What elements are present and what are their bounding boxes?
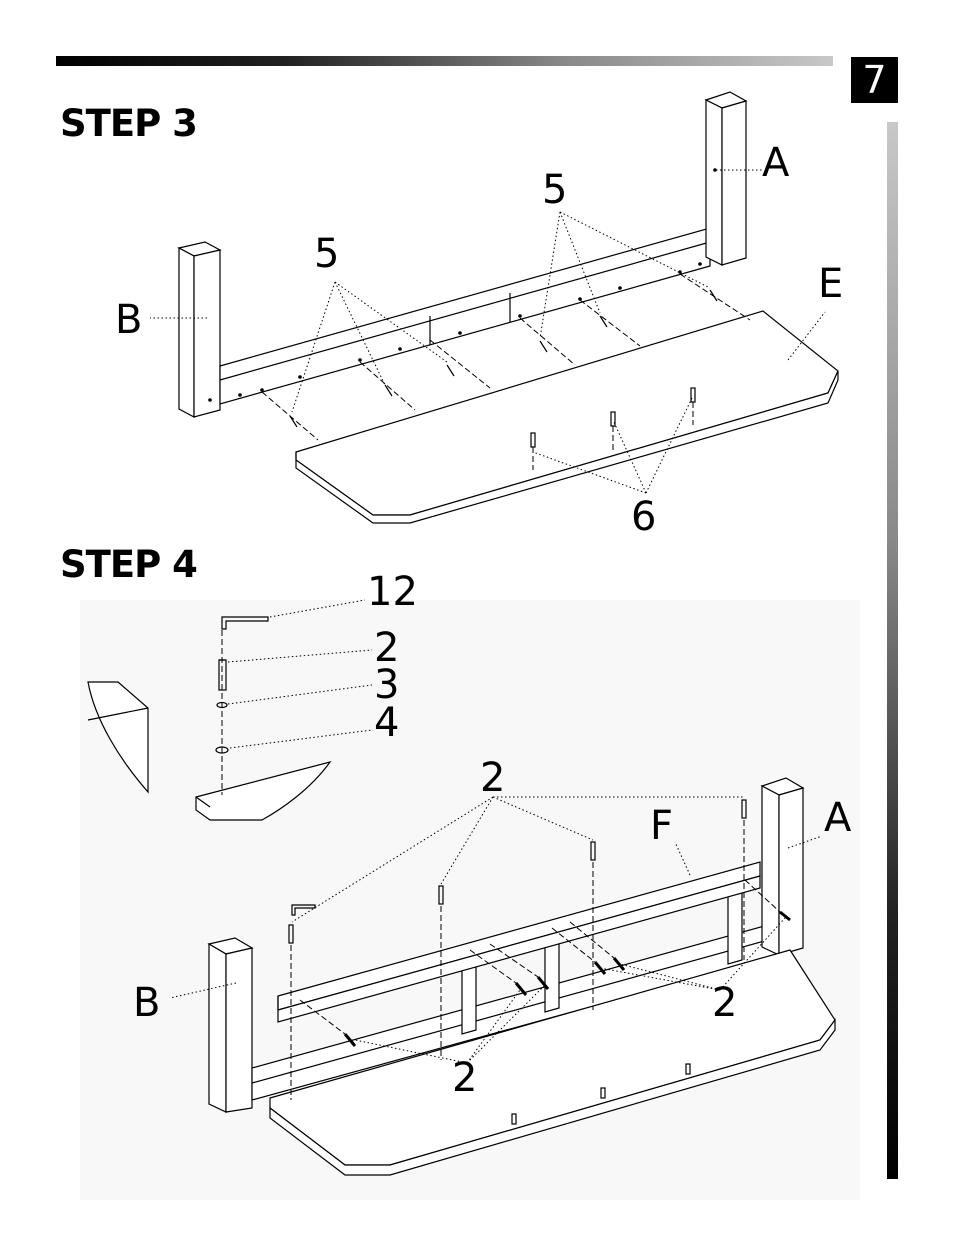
- step3-label-screw: 6: [631, 497, 656, 537]
- step4-label-flat-washer: 4: [374, 703, 399, 743]
- step4-label-hex-key: 12: [367, 572, 418, 612]
- step3-label-e: E: [818, 264, 843, 304]
- step3-label-b: B: [115, 300, 142, 340]
- step4-label-f: F: [650, 806, 673, 846]
- step-3-drawing: [150, 92, 838, 523]
- step3-label-dowel-right: 5: [542, 170, 567, 210]
- step3-label-dowel-left: 5: [314, 234, 339, 274]
- step4-label-bolt-right: 2: [712, 983, 737, 1023]
- step4-label-bolt-bottom: 2: [452, 1058, 477, 1098]
- step4-label-lock-washer: 3: [374, 665, 399, 705]
- step3-label-a: A: [762, 143, 789, 183]
- step-4-drawing: [80, 600, 860, 1200]
- step4-label-b: B: [133, 983, 160, 1023]
- step4-label-bolt-top: 2: [480, 758, 505, 798]
- step4-label-a: A: [824, 798, 851, 838]
